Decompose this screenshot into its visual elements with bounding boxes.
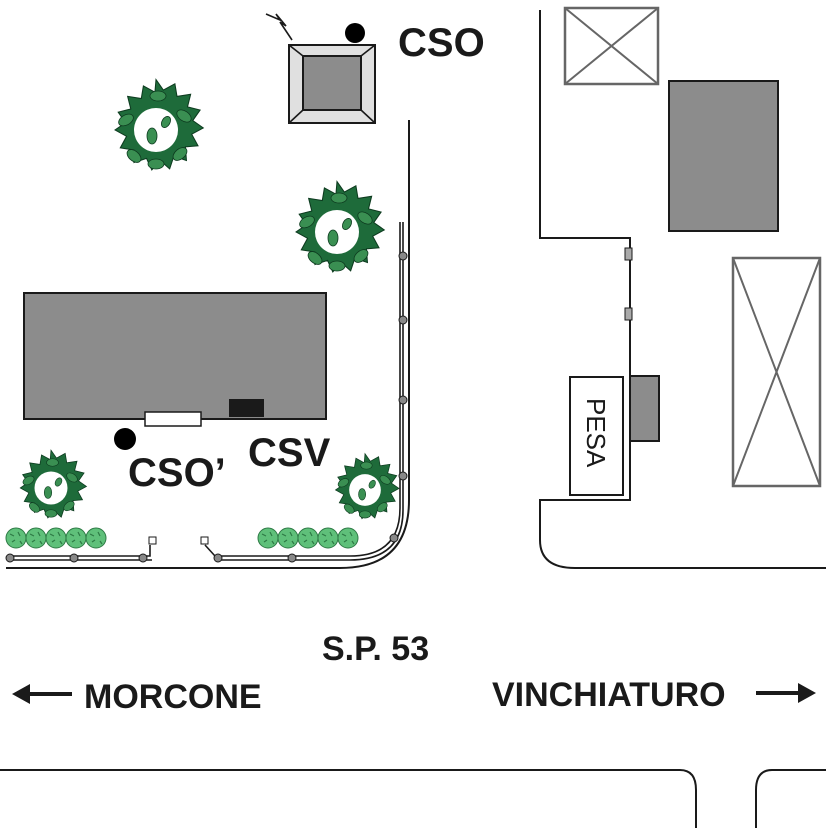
label-csv: CSV (248, 431, 331, 475)
csv-marker (229, 399, 264, 417)
tree-icon (114, 79, 204, 171)
label-cso-prime: CSO’ (128, 451, 226, 495)
tree-icon (19, 449, 87, 519)
fence-left (8, 544, 216, 557)
tree-icon (295, 181, 385, 273)
gate-post (148, 536, 157, 545)
arrow-left-icon (12, 684, 72, 704)
hedge-icon (5, 527, 107, 549)
fence-posts (5, 251, 408, 563)
road-name: S.P. 53 (322, 630, 429, 668)
label-cso-top: CSO (398, 21, 485, 65)
hedge-icon (257, 527, 359, 549)
crossed-structure-tall (731, 256, 822, 488)
tree-icon (335, 453, 400, 520)
gate-post (200, 536, 209, 545)
crossed-structure-top (563, 6, 660, 86)
direction-right: VINCHIATURO (492, 676, 726, 714)
fence-inner (215, 222, 401, 557)
building-entrance (144, 411, 202, 427)
road-edge-bottom (0, 769, 697, 828)
cso-top-building (288, 44, 376, 124)
fence-right-bottom (215, 222, 404, 561)
arrow-right-icon (756, 683, 816, 703)
pesa-booth (629, 375, 660, 442)
main-building (23, 292, 327, 420)
gate-post (624, 247, 633, 261)
pesa-weighbridge (569, 376, 624, 496)
station-marker-icon (114, 428, 136, 450)
site-boundary (6, 120, 410, 569)
road-edge-bottom-right (755, 769, 826, 828)
gate-post (624, 307, 633, 321)
direction-left: MORCONE (84, 678, 262, 716)
station-marker-icon (345, 23, 365, 43)
label-pesa: PESA (581, 398, 611, 468)
right-building (668, 80, 779, 232)
antenna-zigzag-icon (265, 13, 293, 41)
